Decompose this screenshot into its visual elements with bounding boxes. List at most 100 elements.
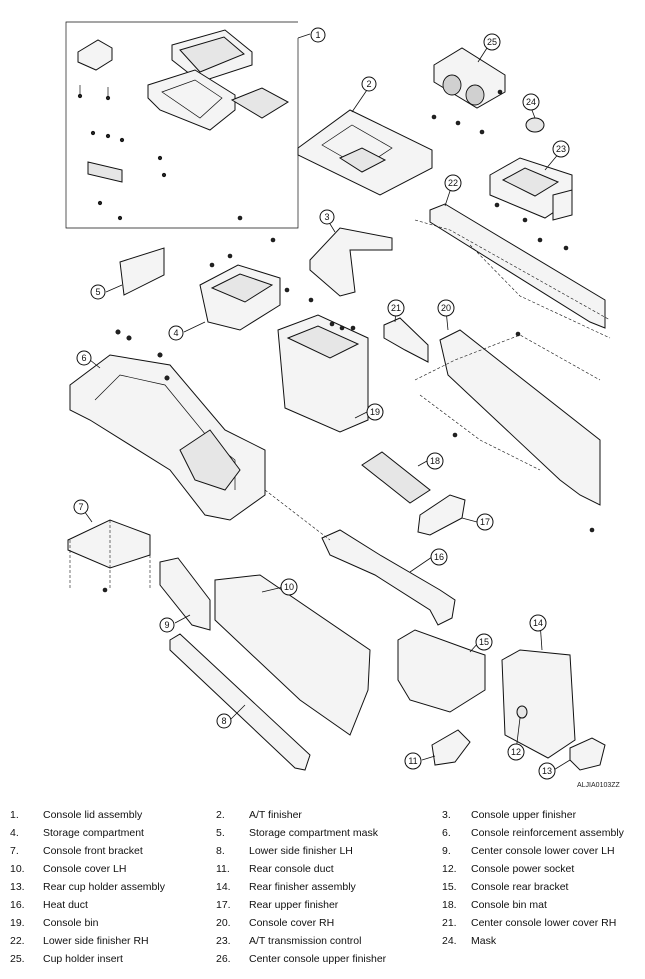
callout-18: 18 [426,452,444,470]
svg-text:6: 6 [81,353,86,363]
heat-duct [321,529,456,626]
legend-label: Console upper finisher [471,809,577,821]
svg-text:12: 12 [511,747,521,757]
callout-14: 14 [529,614,547,632]
callout-11: 11 [404,752,422,770]
legend-number: 21. [442,917,457,929]
legend-item: 11. Rear console duct [216,860,334,878]
callout-17: 17 [476,513,494,531]
storage-compartment [199,215,281,331]
legend-label: Lower side finisher RH [43,935,149,947]
parts-legend: 1.Console lid assembly 2.A/T finisher 3. Co… [0,806,645,976]
legend-number: 9. [442,845,451,857]
legend-label: Mask [471,935,497,947]
legend-item: 8.Lower side finisher LH [216,842,353,860]
callout-12: 12 [507,743,525,761]
legend-label: Console front bracket [43,845,143,857]
mask-part [525,117,545,133]
legend-item: 2.A/T finisher [216,806,302,824]
callout-16: 16 [430,548,448,566]
svg-text:14: 14 [533,618,543,628]
legend-label: Console bin [43,917,99,929]
legend-item: 10.Console cover LH [10,860,126,878]
console-lid-inset [65,21,311,229]
callout-6: 6 [76,350,92,366]
legend-label: Center console lower cover LH [471,845,615,857]
legend-number: 7. [10,845,19,857]
cup-holder-insert [431,47,506,135]
svg-text:23: 23 [556,144,566,154]
svg-text:10: 10 [284,582,294,592]
svg-text:7: 7 [78,502,83,512]
legend-label: Console power socket [471,863,575,875]
rear-upper-finisher [417,494,466,536]
console-power-socket [516,705,528,719]
legend-number: 19. [10,917,25,929]
legend-number: 5. [216,827,225,839]
legend-number: 18. [442,899,457,911]
legend-item: 13.Rear cup holder assembly [10,878,165,896]
legend-item: 25.Cup holder insert [10,950,123,968]
legend-number: 6. [442,827,451,839]
legend-item: 16.Heat duct [10,896,88,914]
legend-number: 22. [10,935,25,947]
diagram-code: ALJIA0103ZZ [577,782,620,789]
legend-item: 4.Storage compartment [10,824,144,842]
callout-7: 7 [73,499,89,515]
storage-compartment-mask [119,247,165,296]
callout-23: 23 [552,140,570,158]
legend-item: 20. Console cover RH [216,914,334,932]
callout-2: 2 [361,76,377,92]
console-bin [277,287,369,433]
legend-label: Console bin mat [471,899,547,911]
legend-number: 24. [442,935,457,947]
legend-number: 25. [10,953,25,965]
svg-text:8: 8 [221,716,226,726]
legend-item: 18. Console bin mat [442,896,547,914]
legend-label: A/T transmission control [249,935,362,947]
legend-number: 20. [216,917,231,929]
legend-item: 6. Console reinforcement assembly [442,824,624,842]
callout-9: 9 [159,617,175,633]
legend-number: 15. [442,881,457,893]
svg-text:2: 2 [366,79,371,89]
legend-label: Storage compartment mask [249,827,378,839]
legend-item: 9. Center console lower cover LH [442,842,615,860]
callout-20: 20 [437,299,455,317]
legend-label: Rear upper finisher [249,899,339,911]
legend-item: 3. Console upper finisher [442,806,576,824]
callout-10: 10 [280,578,298,596]
console-cover-lh [214,574,371,736]
legend-label: A/T finisher [249,809,302,821]
svg-text:22: 22 [448,178,458,188]
callout-4: 4 [168,325,184,341]
svg-text:20: 20 [441,303,451,313]
callout-13: 13 [538,762,556,780]
legend-item: 22. Lower side finisher RH [10,932,149,950]
console-front-bracket [67,519,151,593]
callout-25: 25 [483,33,501,51]
legend-item: 1.Console lid assembly [10,806,142,824]
legend-number: 11. [216,863,230,875]
callout-3: 3 [319,209,335,225]
callout-24: 24 [522,93,540,111]
legend-label: Console cover RH [249,917,335,929]
legend-number: 1. [10,809,19,821]
legend-number: 3. [442,809,451,821]
svg-text:18: 18 [430,456,440,466]
callout-8: 8 [216,713,232,729]
console-upper-finisher [309,227,393,297]
svg-text:11: 11 [408,756,417,766]
lower-side-finisher-lh [169,633,311,771]
legend-item: 21.Center console lower cover RH [442,914,616,932]
console-rear-bracket [397,629,486,713]
legend-number: 12. [442,863,457,875]
exploded-parts-diagram: 1 2 3 4 5 6 7 8 9 10 11 12 13 14 15 16 1… [65,21,611,780]
legend-label: Console reinforcement assembly [471,827,624,839]
legend-label: Console rear bracket [471,881,569,893]
legend-item: 7. Console front bracket [10,842,143,860]
legend-label: Rear console duct [249,863,334,875]
legend-number: 17. [216,899,231,911]
svg-text:17: 17 [480,517,490,527]
legend-number: 26. [216,953,231,965]
